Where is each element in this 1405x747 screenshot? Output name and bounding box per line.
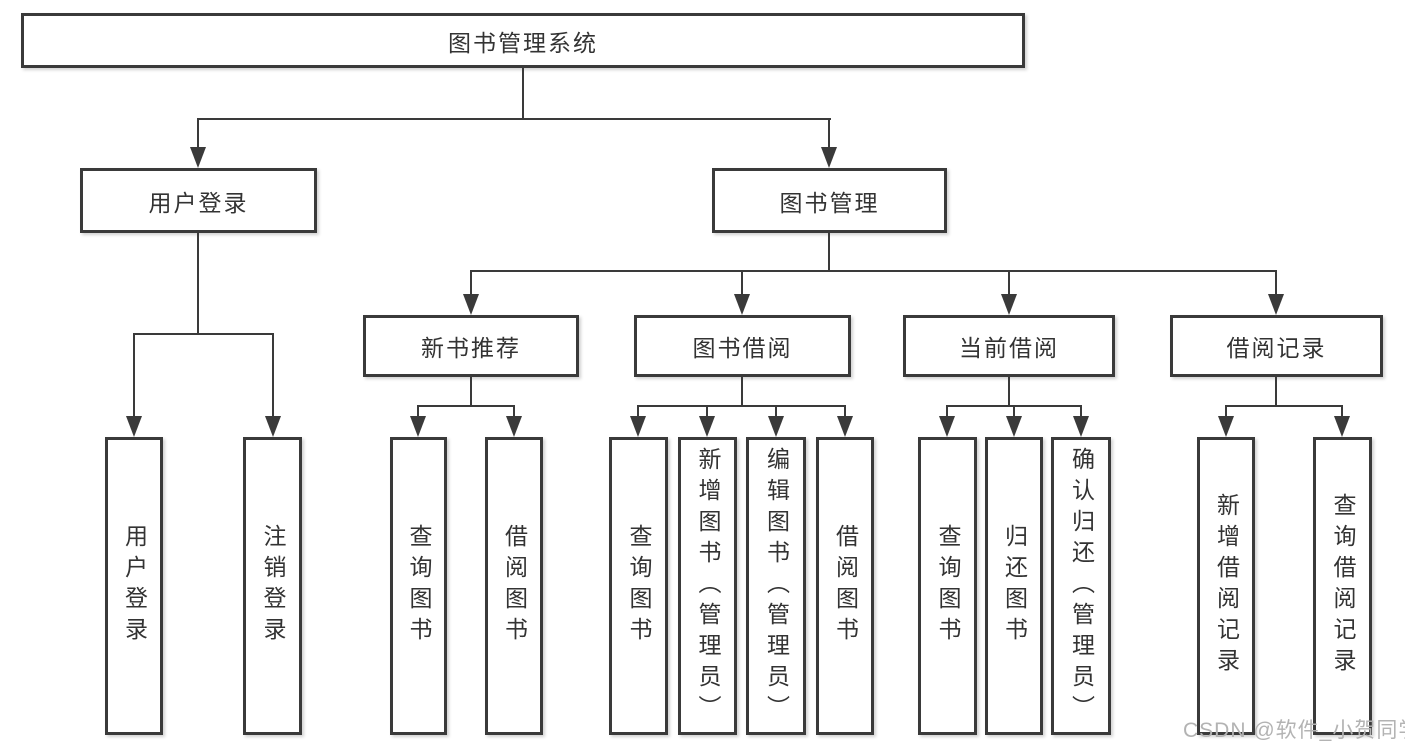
leaf-label: 查询图书	[626, 524, 652, 648]
leaf-label: 归还图书	[1001, 524, 1028, 648]
node-current-borrow: 当前借阅	[903, 315, 1115, 377]
connector-line	[522, 68, 524, 119]
arrow-down-icon	[1073, 416, 1089, 437]
node-user-login: 用户登录	[80, 168, 317, 233]
connector-line	[133, 333, 274, 335]
connector-line	[417, 405, 515, 407]
connector-line	[775, 405, 777, 421]
root-node-library-system: 图书管理系统	[21, 13, 1025, 68]
node-current-borrow-label: 当前借阅	[959, 335, 1059, 361]
leaf-label: 注销登录	[260, 524, 286, 648]
arrow-down-icon	[630, 416, 646, 437]
leaf-label: 查询借阅记录	[1330, 493, 1356, 679]
leaf-node-bw-query-books: 查询图书	[609, 437, 668, 735]
leaf-label: 查询图书	[406, 524, 432, 648]
leaf-label: 借阅图书	[501, 524, 528, 648]
leaf-label: 新增借阅记录	[1213, 493, 1240, 679]
arrow-down-icon	[1268, 294, 1284, 315]
arrow-down-icon	[265, 416, 281, 437]
leaf-node-user-login: 用户登录	[105, 437, 163, 735]
node-new-book-recommend: 新书推荐	[363, 315, 579, 377]
leaf-node-bw-borrow-books: 借阅图书	[816, 437, 874, 735]
arrow-down-icon	[1218, 416, 1234, 437]
arrow-down-icon	[190, 147, 206, 168]
leaf-node-cb-confirm-return: 确认归还（管理员）	[1051, 437, 1111, 735]
leaf-label: 新增图书（管理员）	[695, 446, 721, 726]
arrow-down-icon	[1006, 416, 1022, 437]
connector-line	[828, 118, 830, 150]
leaf-node-nb-query-books: 查询图书	[390, 437, 447, 735]
leaf-label: 借阅图书	[832, 524, 859, 648]
node-book-management-label: 图书管理	[779, 189, 880, 216]
arrow-down-icon	[1001, 294, 1017, 315]
connector-line	[133, 333, 135, 421]
connector-line	[197, 233, 199, 335]
connector-line	[946, 405, 948, 421]
connector-line	[197, 118, 199, 150]
connector-line	[741, 377, 743, 406]
arrow-down-icon	[410, 416, 426, 437]
connector-line	[741, 270, 743, 297]
connector-line	[1080, 405, 1082, 421]
connector-line	[1275, 377, 1277, 406]
arrow-down-icon	[463, 294, 479, 315]
arrow-down-icon	[768, 416, 784, 437]
arrow-down-icon	[734, 294, 750, 315]
arrow-down-icon	[821, 147, 837, 168]
node-book-borrow-label: 图书借阅	[692, 335, 793, 361]
connector-line	[272, 333, 274, 421]
connector-line	[1275, 270, 1277, 297]
node-book-borrow: 图书借阅	[634, 315, 851, 377]
leaf-node-bw-edit-books: 编辑图书（管理员）	[746, 437, 806, 735]
connector-line	[198, 118, 831, 120]
leaf-label: 用户登录	[121, 524, 148, 648]
leaf-label: 编辑图书（管理员）	[763, 446, 790, 726]
node-book-management: 图书管理	[712, 168, 947, 233]
connector-line	[1341, 405, 1343, 421]
root-node-label: 图书管理系统	[448, 29, 598, 56]
csdn-watermark: CSDN @软件_小贺同学	[1183, 719, 1405, 742]
connector-line	[417, 405, 419, 421]
leaf-node-br-query-record: 查询借阅记录	[1313, 437, 1372, 735]
connector-line	[1225, 405, 1227, 421]
leaf-node-bw-add-books: 新增图书（管理员）	[678, 437, 737, 735]
connector-line	[1013, 405, 1015, 421]
node-borrow-records: 借阅记录	[1170, 315, 1383, 377]
leaf-node-nb-borrow-books: 借阅图书	[485, 437, 543, 735]
arrow-down-icon	[126, 416, 142, 437]
connector-line	[1008, 377, 1010, 406]
leaf-node-br-add-record: 新增借阅记录	[1197, 437, 1255, 735]
leaf-label: 查询图书	[935, 524, 961, 648]
connector-line	[637, 405, 846, 407]
arrow-down-icon	[1334, 416, 1350, 437]
leaf-node-cb-return-books: 归还图书	[985, 437, 1043, 735]
arrow-down-icon	[699, 416, 715, 437]
node-user-login-label: 用户登录	[148, 189, 249, 216]
connector-line	[828, 233, 830, 272]
connector-line	[706, 405, 708, 421]
connector-line	[470, 270, 1277, 272]
arrow-down-icon	[939, 416, 955, 437]
connector-line	[637, 405, 639, 421]
leaf-node-logout: 注销登录	[243, 437, 302, 735]
leaf-node-cb-query-books: 查询图书	[918, 437, 977, 735]
leaf-label: 确认归还（管理员）	[1068, 446, 1095, 726]
node-borrow-records-label: 借阅记录	[1226, 335, 1327, 361]
connector-line	[470, 270, 472, 297]
arrow-down-icon	[837, 416, 853, 437]
connector-line	[844, 405, 846, 421]
node-new-book-recommend-label: 新书推荐	[421, 335, 521, 361]
connector-line	[1225, 405, 1343, 407]
arrow-down-icon	[506, 416, 522, 437]
connector-line	[1008, 270, 1010, 297]
connector-line	[513, 405, 515, 421]
connector-line	[470, 377, 472, 406]
